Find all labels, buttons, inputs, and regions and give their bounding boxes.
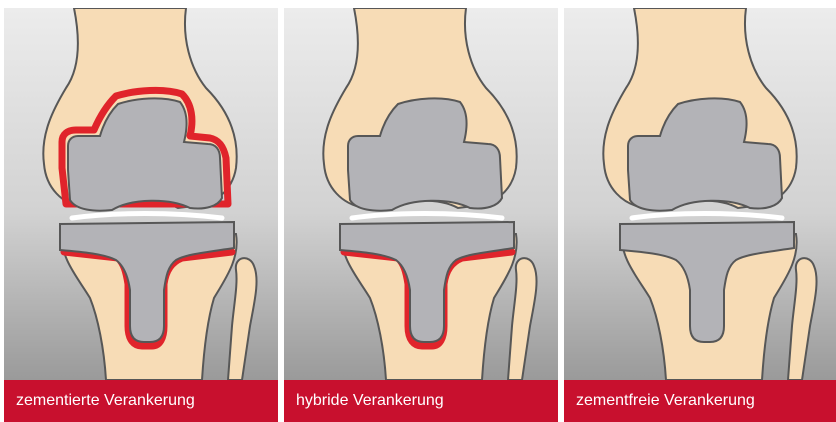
caption-bar: zementfreie Verankerung: [564, 380, 836, 422]
panel-hybrid: hybride Verankerung: [284, 8, 558, 422]
caption-bar: hybride Verankerung: [284, 380, 558, 422]
caption-text: hybride Verankerung: [296, 391, 444, 411]
knee-illustration-cementless: [564, 8, 836, 380]
knee-illustration-hybrid: [284, 8, 558, 380]
panel-cemented: zementierte Verankerung: [4, 8, 278, 422]
panel-cementless: zementfreie Verankerung: [564, 8, 836, 422]
caption-bar: zementierte Verankerung: [4, 380, 278, 422]
caption-text: zementierte Verankerung: [16, 391, 195, 411]
caption-text: zementfreie Verankerung: [576, 391, 755, 411]
knee-illustration-cemented: [4, 8, 278, 380]
